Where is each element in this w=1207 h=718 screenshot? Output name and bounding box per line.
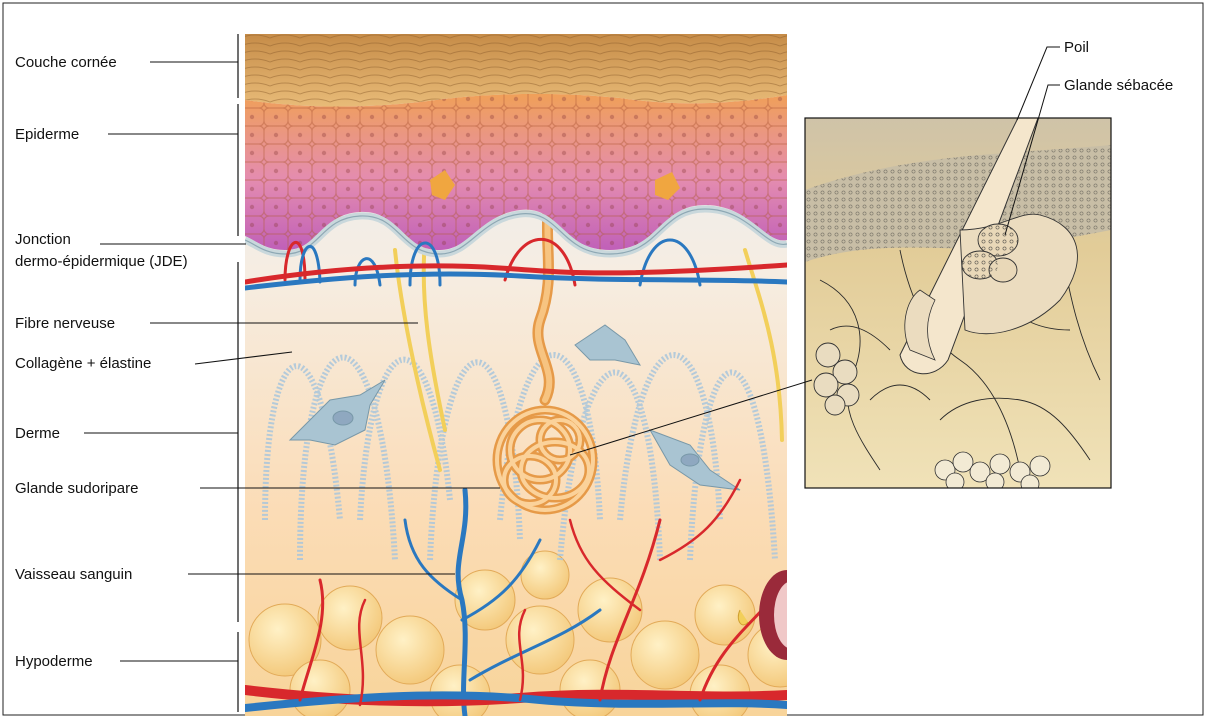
- inset-labels: Poil Glande sébacée: [1064, 39, 1173, 94]
- label-collagene: Collagène + élastine: [15, 355, 151, 372]
- label-derme: Derme: [15, 425, 60, 442]
- label-hypoderme: Hypoderme: [15, 653, 93, 670]
- label-glande-sudoripare: Glande sudoripare: [15, 480, 138, 497]
- hair-follicle-inset: [805, 118, 1111, 493]
- layer-labels: Couche cornée Epiderme Jonction dermo-ép…: [15, 54, 188, 670]
- label-jde-line1: Jonction: [15, 231, 71, 248]
- label-poil: Poil: [1064, 39, 1089, 56]
- label-fibre-nerveuse: Fibre nerveuse: [15, 315, 115, 332]
- label-couche-cornee: Couche cornée: [15, 54, 117, 71]
- label-jde-line2: dermo-épidermique (JDE): [15, 253, 188, 270]
- skin-cross-section: [245, 34, 815, 718]
- label-glande-sebacee: Glande sébacée: [1064, 77, 1173, 94]
- label-vaisseau-sanguin: Vaisseau sanguin: [15, 566, 132, 583]
- label-epiderme: Epiderme: [15, 126, 79, 143]
